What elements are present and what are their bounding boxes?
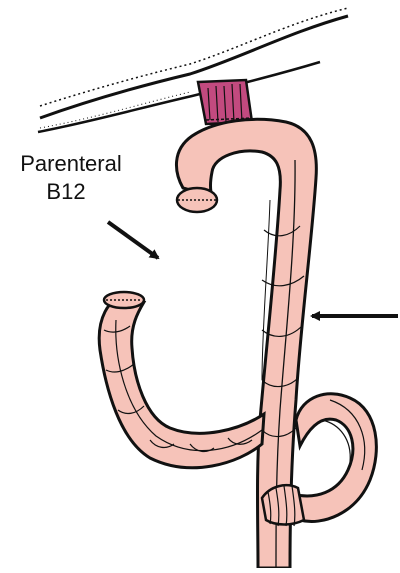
biliopancreatic-limb (99, 292, 264, 468)
liver-edge (38, 0, 348, 132)
stomach-stump (198, 80, 252, 124)
parenteral-label: Parenteral (6, 150, 136, 178)
arrow-down-right-icon (108, 222, 158, 258)
b12-label: B12 (6, 178, 126, 206)
